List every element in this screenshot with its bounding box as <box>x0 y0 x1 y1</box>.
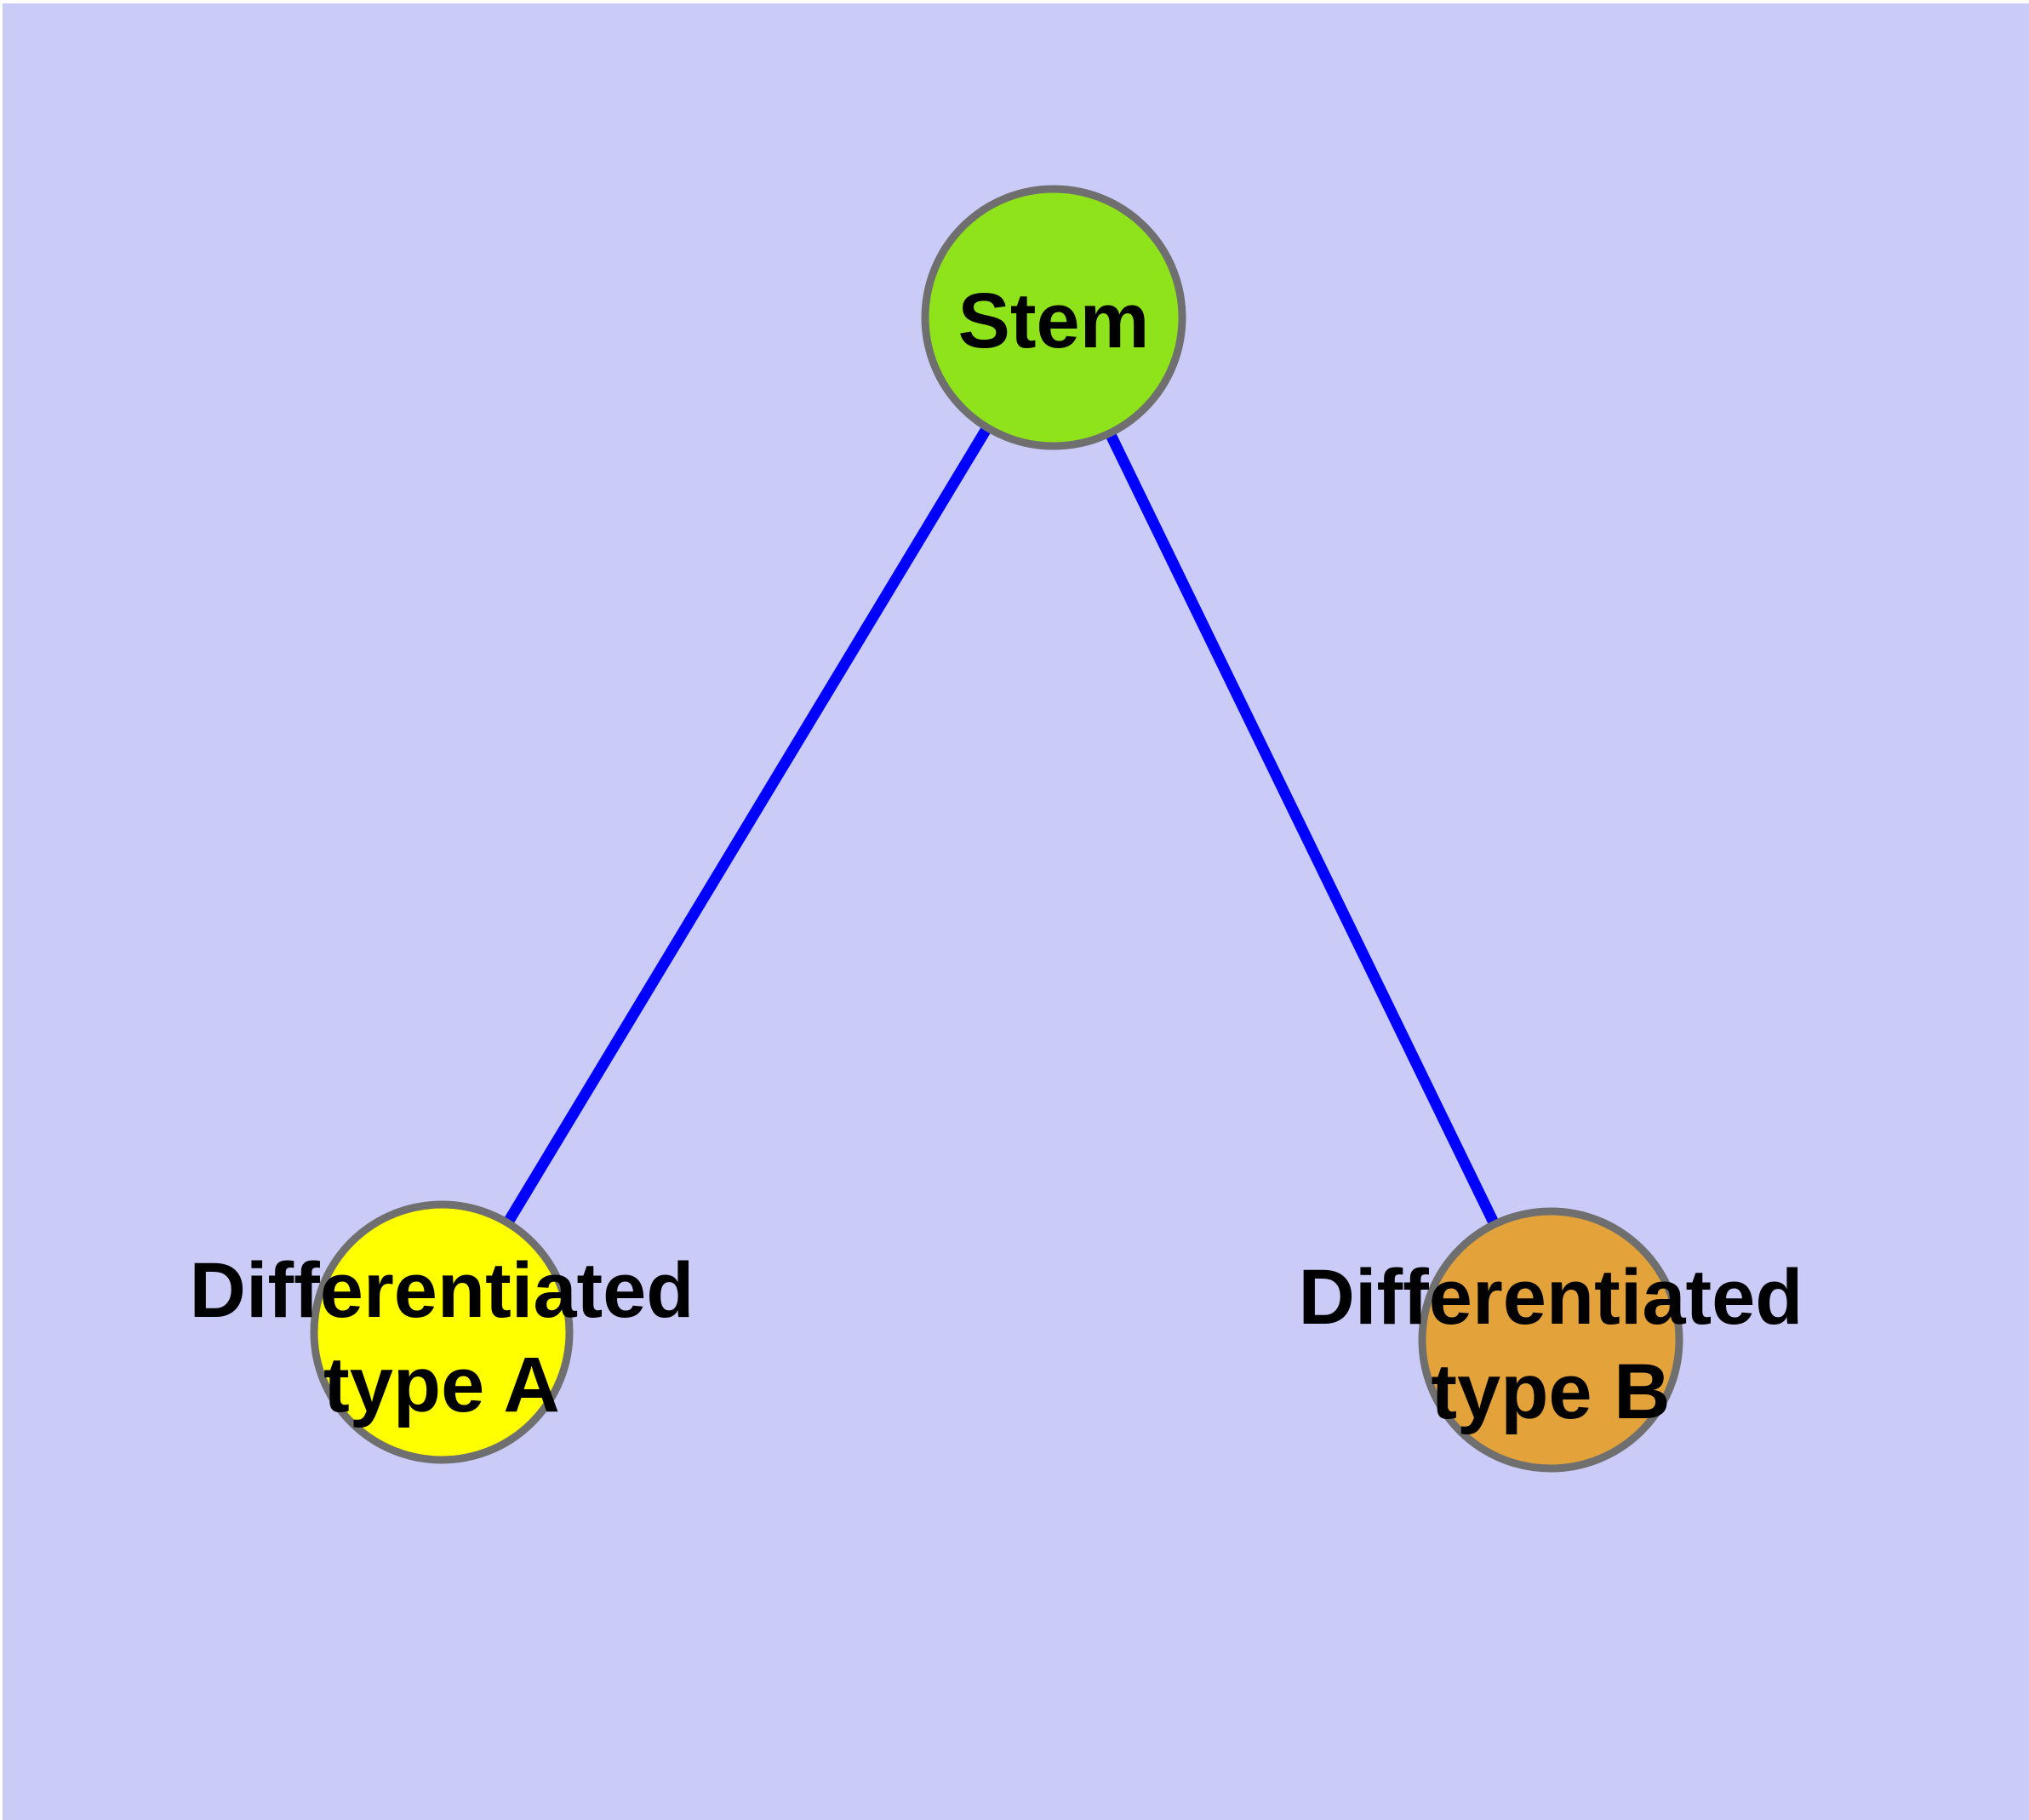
edge-stem-to-type-a <box>437 314 1059 1336</box>
node-type-a-label-line1: Differentiated <box>190 1247 694 1334</box>
node-type-b-label-line2: type B <box>1431 1348 1670 1435</box>
edge-layer <box>437 314 1556 1342</box>
node-differentiated-type-b: Differentiated type B <box>1299 1207 1803 1473</box>
node-type-a-circle <box>310 1200 574 1464</box>
node-stem: Stem <box>921 185 1186 450</box>
node-stem-circle <box>921 185 1186 450</box>
node-type-a-label-line2: type A <box>323 1342 560 1428</box>
node-stem-label: Stem <box>958 278 1150 364</box>
node-type-b-circle <box>1418 1207 1683 1473</box>
node-differentiated-type-a: Differentiated type A <box>190 1200 694 1464</box>
edge-stem-to-type-b <box>1049 315 1556 1342</box>
node-type-b-label-line1: Differentiated <box>1299 1254 1803 1341</box>
